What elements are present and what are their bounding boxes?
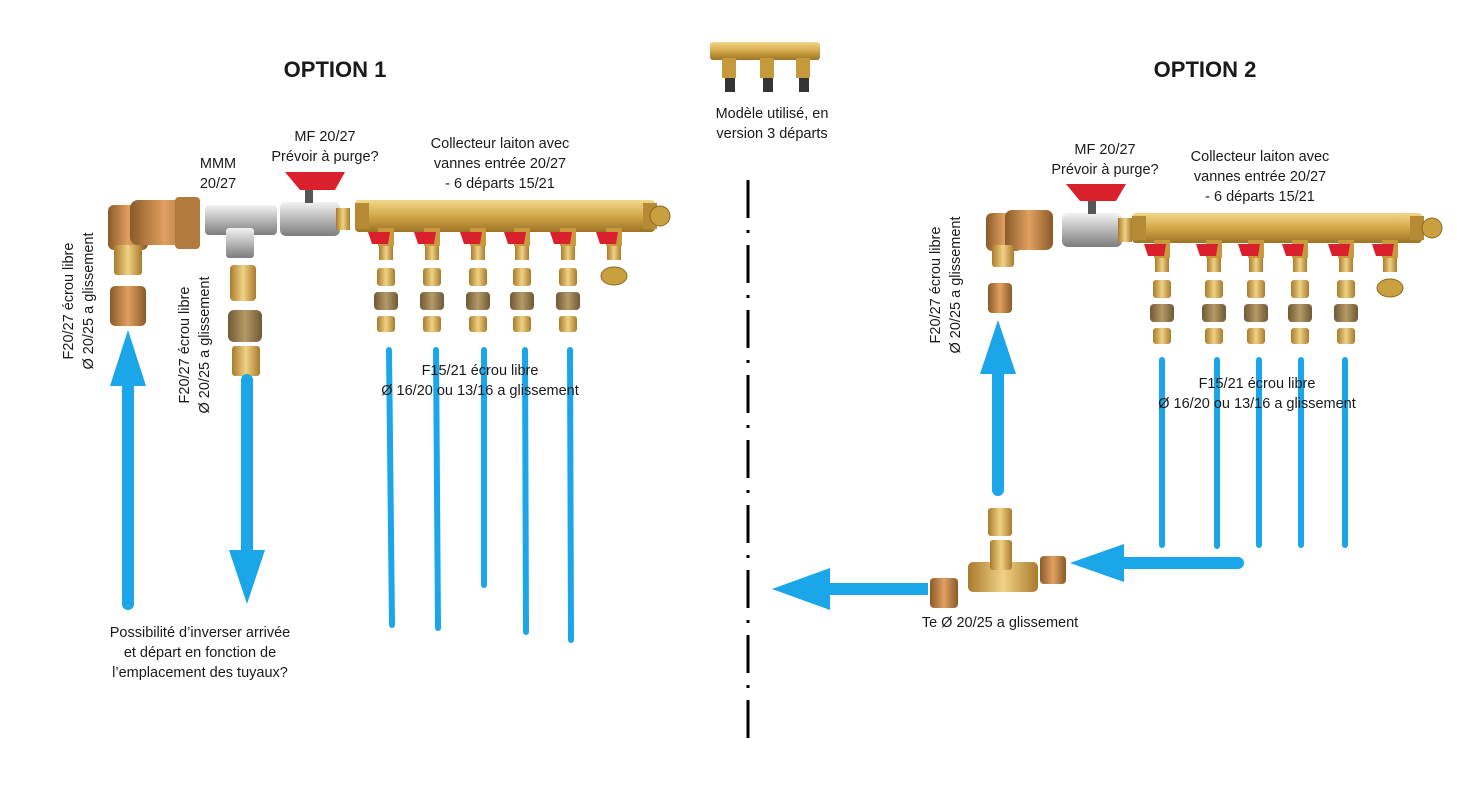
inlet-label-option1-right-line-2: Ø 20/25 a glissement [197,276,213,414]
valve-label-option1-line-2: Prévoir à purge? [271,149,379,165]
mmm-label-line-2: 20/27 [199,176,237,192]
option2-outlet-4 [1282,240,1312,344]
outlet-valves-option1 [368,228,628,332]
outlet-label-option2-line-1: F15/21 écrou libre [1198,376,1316,392]
tee-fitting-option2 [930,540,1066,608]
ball-valve-option1 [280,172,350,236]
inlet-label-option2-line-2: Ø 20/25 a glissement [948,216,964,354]
elbow-fitting-option1 [108,197,200,275]
sleeve-option1-left [110,286,146,326]
outlet-arrow-option2 [772,568,928,610]
option2-outlet-6 [1372,240,1404,298]
outlet-label-option1: F15/21 écrou libre Ø 16/20 ou 13/16 a gl… [355,361,605,401]
collector-label-option2-line-3: - 6 départs 15/21 [1205,189,1315,205]
mmm-tee [205,205,277,258]
outlet-arrow-option1 [229,374,265,604]
collector-label-option2: Collecteur laiton avec vannes entrée 20/… [1160,147,1360,207]
note-option1-line-3: l’emplacement des tuyaux? [112,665,288,681]
valve-label-option1-line-1: MF 20/27 [294,129,356,145]
inlet-label-option1-right: F20/27 écrou libre Ø 20/25 a glissement [175,245,215,445]
note-option1: Possibilité d’inverser arrivée et départ… [75,623,325,683]
inlet-label-option1-left-line-1: F20/27 écrou libre [61,242,77,360]
collector-label-option2-line-1: Collecteur laiton avec [1190,149,1330,165]
tee-label-option2: Te Ø 20/25 a glissement [921,615,1079,631]
model-label: Modèle utilisé, en version 3 départs [672,104,872,144]
option1-title: OPTION 1 [283,57,387,82]
return-arrow-option2 [1070,544,1244,582]
valve-label-option2-line-2: Prévoir à purge? [1051,162,1159,178]
outlet-valves-option2 [1144,240,1404,344]
option1-outlet-3 [460,228,490,332]
mmm-label: MMM 20/27 [178,154,258,194]
inlet-label-option1-left-line-2: Ø 20/25 a glissement [81,232,97,370]
valve-label-option2: MF 20/27 Prévoir à purge? [1035,140,1175,180]
pipes-option1 [386,347,574,643]
inlet-arrow-option2 [980,320,1016,496]
note-option1-line-2: et départ en fonction de [123,645,277,661]
option2-outlet-3 [1238,240,1268,344]
outlet-label-option2-line-2: Ø 16/20 ou 13/16 a glissement [1158,396,1356,412]
collector-label-option1-line-3: - 6 départs 15/21 [445,176,555,192]
inlet-label-option2: F20/27 écrou libre Ø 20/25 a glissement [926,185,966,385]
inlet-label-option2-line-1: F20/27 écrou libre [928,226,944,344]
inlet-arrow-option1 [110,330,146,610]
elbow-fitting-option2 [986,210,1053,267]
sleeve-tee-top [988,508,1012,536]
note-option1-line-1: Possibilité d’inverser arrivée [109,625,291,641]
sleeve-option1-right [232,346,260,376]
model-label-line-1: Modèle utilisé, en [715,106,829,122]
inlet-label-option1-left: F20/27 écrou libre Ø 20/25 a glissement [59,201,99,401]
option1-outlet-2 [414,228,444,332]
option2-outlet-2 [1196,240,1226,344]
collector-label-option1-line-2: vannes entrée 20/27 [433,156,567,172]
collector-label-option1: Collecteur laiton avec vannes entrée 20/… [400,134,600,194]
model-thumbnail [710,42,820,92]
option2-outlet-1 [1144,240,1174,344]
option2-outlet-5 [1328,240,1358,344]
ball-valve-option2 [1062,184,1132,247]
outlet-label-option1-line-1: F15/21 écrou libre [421,363,539,379]
nut-option1 [228,310,262,342]
valve-label-option1: MF 20/27 Prévoir à purge? [255,127,395,167]
option2-title: OPTION 2 [1153,57,1257,82]
option1-outlet-6 [596,228,628,286]
outlet-label-option2: F15/21 écrou libre Ø 16/20 ou 13/16 a gl… [1132,374,1382,414]
option1-outlet-4 [504,228,534,332]
valve-label-option2-line-1: MF 20/27 [1074,142,1136,158]
nipple-option1 [230,265,256,301]
inlet-label-option1-right-line-1: F20/27 écrou libre [177,286,193,404]
option1-outlet-5 [550,228,580,332]
model-label-line-2: version 3 départs [716,126,828,142]
collector-label-option2-line-2: vannes entrée 20/27 [1193,169,1327,185]
outlet-label-option1-line-2: Ø 16/20 ou 13/16 a glissement [381,383,579,399]
collector-label-option1-line-1: Collecteur laiton avec [430,136,570,152]
sleeve-option2 [988,283,1012,313]
collector-option1 [355,200,671,232]
collector-option2 [1132,213,1443,243]
mmm-label-line-1: MMM [199,156,237,172]
pipes-option2 [1159,357,1348,549]
option1-outlet-1 [368,228,398,332]
